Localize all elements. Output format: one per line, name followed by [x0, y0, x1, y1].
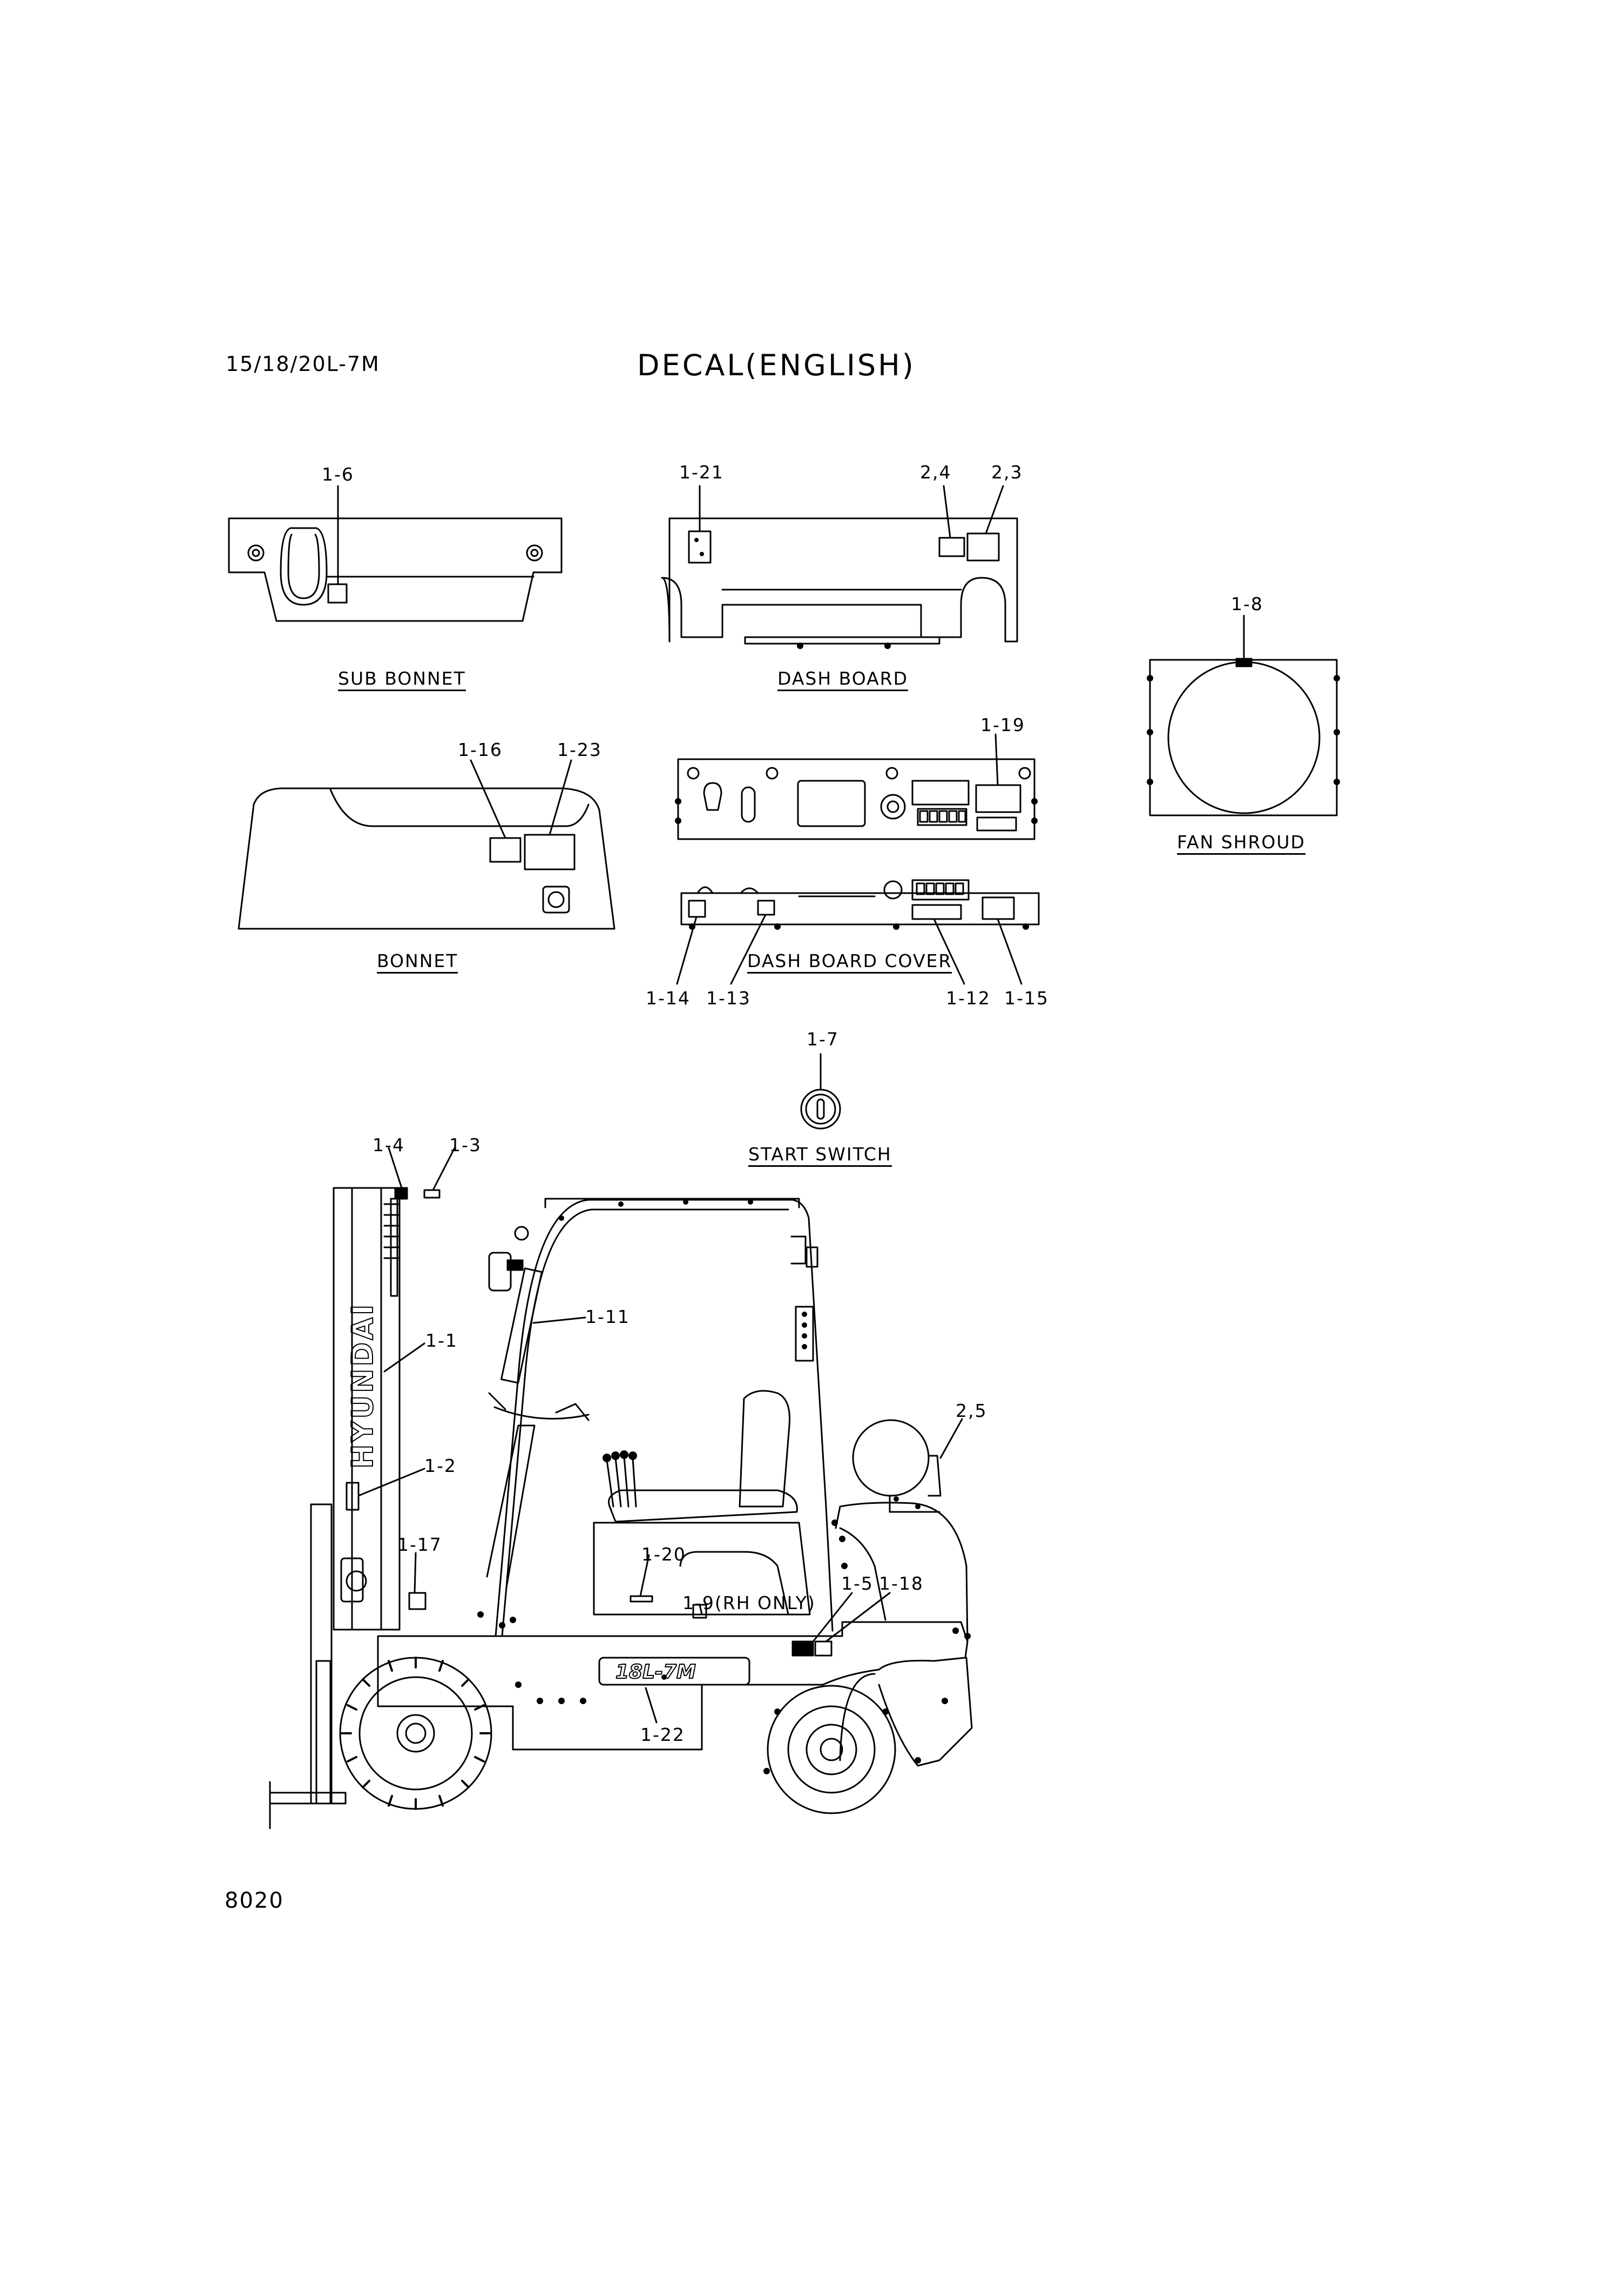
callout-1-14: 1-14 — [646, 988, 691, 1009]
decal-1-3-marker — [424, 1190, 439, 1198]
model-badge-decal: 18L-7M — [615, 1661, 696, 1683]
decal-1-5-marker — [793, 1641, 813, 1656]
callout-1-5: 1-5 — [841, 1573, 874, 1594]
callout-1-1: 1-1 — [425, 1330, 458, 1351]
page-title: DECAL(ENGLISH) — [637, 348, 916, 382]
callout-1-23: 1-23 — [557, 739, 602, 760]
callout-2-5: 2,5 — [956, 1400, 987, 1421]
callout-1-6: 1-6 — [322, 464, 354, 485]
caption-dash-board-cover: DASH BOARD COVER — [747, 952, 952, 974]
callout-2-3: 2,3 — [991, 462, 1023, 483]
start-switch-view — [801, 1054, 840, 1129]
callout-1-15: 1-15 — [1004, 988, 1049, 1009]
decal-1-4-marker — [395, 1188, 407, 1199]
callout-1-18: 1-18 — [879, 1573, 924, 1594]
forklift-side-view: HYUNDAI — [270, 1148, 972, 1828]
decal-1-20-marker — [631, 1596, 652, 1602]
callout-1-7: 1-7 — [807, 1029, 839, 1050]
page-number: 8020 — [225, 1888, 284, 1913]
decal-2-4-marker — [939, 538, 964, 556]
caption-sub-bonnet: SUB BONNET — [338, 670, 466, 691]
decal-1-6-marker — [328, 584, 347, 603]
decal-1-21-marker — [689, 531, 710, 563]
decal-1-17-marker — [409, 1593, 425, 1609]
fan-shroud-view — [1147, 616, 1340, 815]
callout-1-19: 1-19 — [980, 714, 1025, 735]
decal-1-15-marker — [983, 897, 1014, 919]
bonnet-view — [239, 760, 614, 929]
mast-brand-decal: HYUNDAI — [346, 1302, 380, 1469]
decal-1-23-marker — [525, 835, 574, 869]
callout-1-22: 1-22 — [640, 1724, 685, 1745]
callout-1-9: 1-9(RH ONLY) — [682, 1592, 816, 1613]
decal-2-3-marker — [967, 533, 999, 560]
sub-bonnet-view — [229, 486, 561, 621]
decal-1-19-marker — [976, 785, 1020, 812]
callout-1-11: 1-11 — [585, 1306, 630, 1327]
callout-1-12: 1-12 — [946, 988, 991, 1009]
dash-board-view — [662, 486, 1017, 649]
decal-1-8-marker — [1236, 659, 1251, 666]
caption-dash-board: DASH BOARD — [777, 670, 909, 691]
decal-1-18-marker — [815, 1641, 831, 1656]
callout-1-4: 1-4 — [373, 1134, 405, 1156]
callout-1-16: 1-16 — [458, 739, 503, 760]
callout-1-8: 1-8 — [1231, 593, 1263, 614]
callout-1-21: 1-21 — [679, 462, 724, 483]
decal-1-13-marker — [758, 901, 774, 915]
model-code: 15/18/20L-7M — [226, 352, 380, 376]
dash-board-cover-view — [677, 880, 1039, 984]
dash-panel-view — [675, 734, 1038, 839]
callout-1-3: 1-3 — [449, 1134, 482, 1156]
caption-bonnet: BONNET — [377, 952, 458, 974]
decal-1-11-marker — [502, 1268, 542, 1383]
caption-start-switch: START SWITCH — [748, 1145, 892, 1167]
callout-1-2: 1-2 — [424, 1455, 457, 1476]
decal-1-16-marker — [490, 838, 520, 862]
callout-1-13: 1-13 — [706, 988, 751, 1009]
caption-fan-shroud: FAN SHROUD — [1177, 833, 1305, 855]
decal-1-12-marker — [912, 905, 961, 919]
callout-2-4: 2,4 — [920, 462, 952, 483]
decal-1-14-marker — [689, 901, 705, 917]
callout-1-17: 1-17 — [397, 1534, 442, 1555]
